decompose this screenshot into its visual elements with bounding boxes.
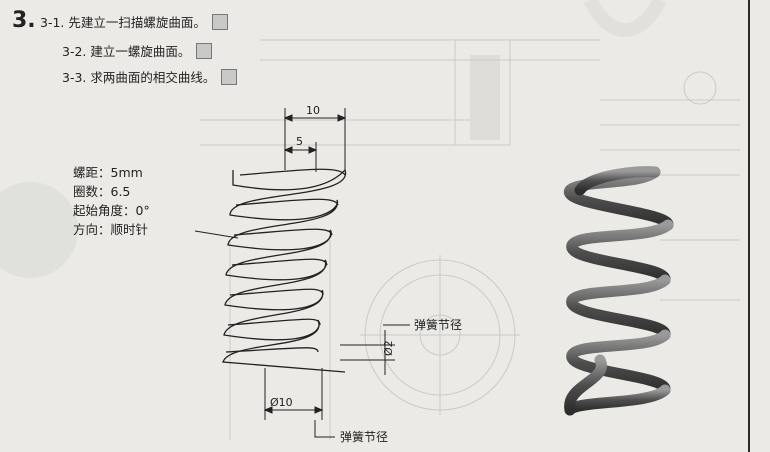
step-label: 3-3. 求两曲面的相交曲线。 [62, 70, 216, 85]
param-pitch: 螺距：5mm [73, 165, 143, 180]
dim-bottom-diameter: Ø10 [270, 396, 293, 409]
dim-wire-diameter: Ø2 [382, 340, 395, 356]
param-turns: 圈数：6.5 [73, 184, 131, 199]
callout-pitch-diameter-right: 弹簧节径 [414, 317, 462, 332]
step-item-3-3: 3-3. 求两曲面的相交曲线。 [62, 67, 238, 86]
helix-parameters: 螺距：5mm 圈数：6.5 起始角度：0° 方向：顺时针 [73, 163, 150, 239]
param-start-angle: 起始角度：0° [73, 203, 150, 218]
step-item-3-1: 3-1. 先建立一扫描螺旋曲面。 [40, 12, 228, 31]
spring-outer-curve [222, 168, 346, 373]
intersect-curve-icon [221, 68, 238, 85]
step-label: 3-1. 先建立一扫描螺旋曲面。 [40, 15, 206, 30]
dim-top-half: 5 [296, 135, 303, 148]
step-number: 3. [12, 8, 36, 33]
page-edge [748, 0, 750, 452]
callout-pitch-diameter-bottom: 弹簧节径 [340, 429, 388, 444]
step-label: 3-2. 建立一螺旋曲面。 [62, 44, 191, 59]
sweep-surface-icon [211, 13, 228, 30]
dim-top-width: 10 [306, 104, 320, 117]
step-item-3-2: 3-2. 建立一螺旋曲面。 [62, 41, 213, 60]
spring-inner-curve [225, 168, 346, 353]
param-direction: 方向：顺时针 [73, 222, 149, 237]
helix-surface-icon [196, 42, 213, 59]
